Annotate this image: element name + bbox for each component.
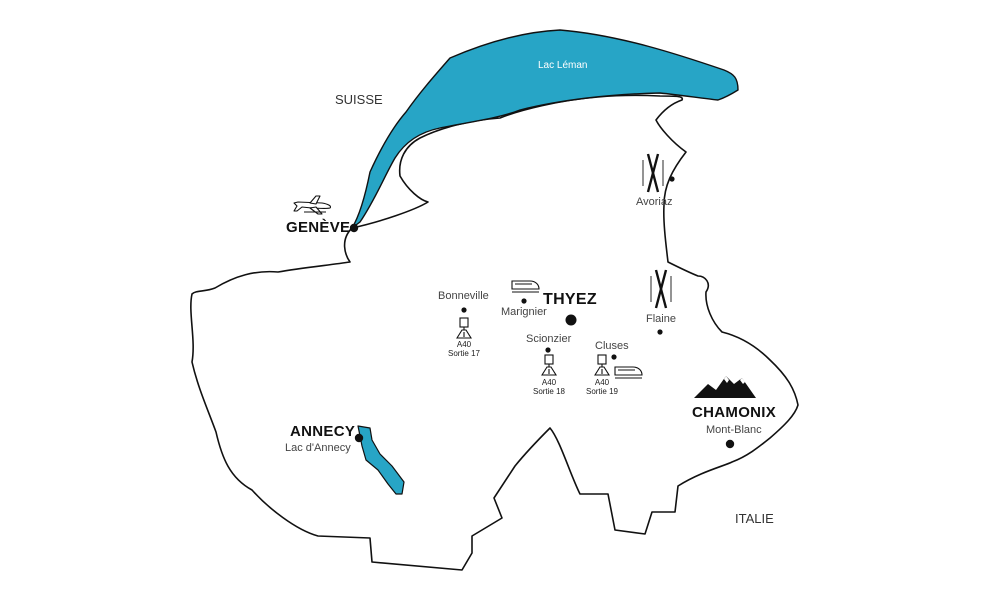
exit-19-label: Sortie 19 (585, 387, 619, 396)
exit-19-road: A40 (594, 378, 610, 387)
city-thyez: THYEZ (543, 291, 597, 308)
town-marignier: Marignier (501, 306, 547, 318)
chamonix-subtitle: Mont-Blanc (706, 424, 762, 436)
exit-18-road: A40 (541, 378, 557, 387)
town-avoriaz: Avoriaz (636, 196, 673, 208)
exit-18: A40 Sortie 18 (529, 378, 569, 396)
town-cluses: Cluses (595, 340, 629, 352)
thyez-dot (565, 314, 577, 326)
department-outline (190, 94, 799, 571)
exit-18-label: Sortie 18 (532, 387, 566, 396)
highway-icon (594, 354, 610, 376)
highway-icon (456, 317, 472, 339)
exit-19: A40 Sortie 19 (582, 378, 622, 396)
lake-leman-label: Lac Léman (538, 60, 588, 71)
highway-icon (541, 354, 557, 376)
train-icon (511, 280, 540, 293)
town-flaine: Flaine (646, 313, 676, 325)
exit-17-label: Sortie 17 (447, 349, 481, 358)
geneve-dot (349, 223, 359, 233)
train-icon (614, 366, 643, 379)
marignier-dot (521, 298, 527, 304)
town-bonneville: Bonneville (438, 290, 489, 302)
cluses-dot (611, 354, 617, 360)
exit-17-road: A40 (456, 340, 472, 349)
city-geneve: GENÈVE (286, 219, 351, 236)
town-scionzier: Scionzier (526, 333, 572, 345)
city-annecy: ANNECY (290, 423, 356, 440)
city-chamonix: CHAMONIX (692, 404, 777, 421)
region-italie: ITALIE (735, 511, 774, 526)
airplane-icon (293, 195, 332, 215)
avoriaz-dot (669, 176, 675, 182)
ski-icon (642, 153, 664, 193)
annecy-dot (354, 433, 364, 443)
scionzier-dot (545, 347, 551, 353)
flaine-dot (657, 329, 663, 335)
exit-17: A40 Sortie 17 (444, 340, 484, 358)
lake-leman (351, 29, 739, 229)
lake-annecy-label: Lac d'Annecy (285, 442, 351, 454)
ski-icon (650, 269, 672, 309)
mountain-icon (694, 376, 756, 398)
lake-annecy (357, 425, 405, 495)
region-suisse: SUISSE (335, 92, 383, 107)
chamonix-dot (725, 439, 735, 449)
bonneville-dot (461, 307, 467, 313)
